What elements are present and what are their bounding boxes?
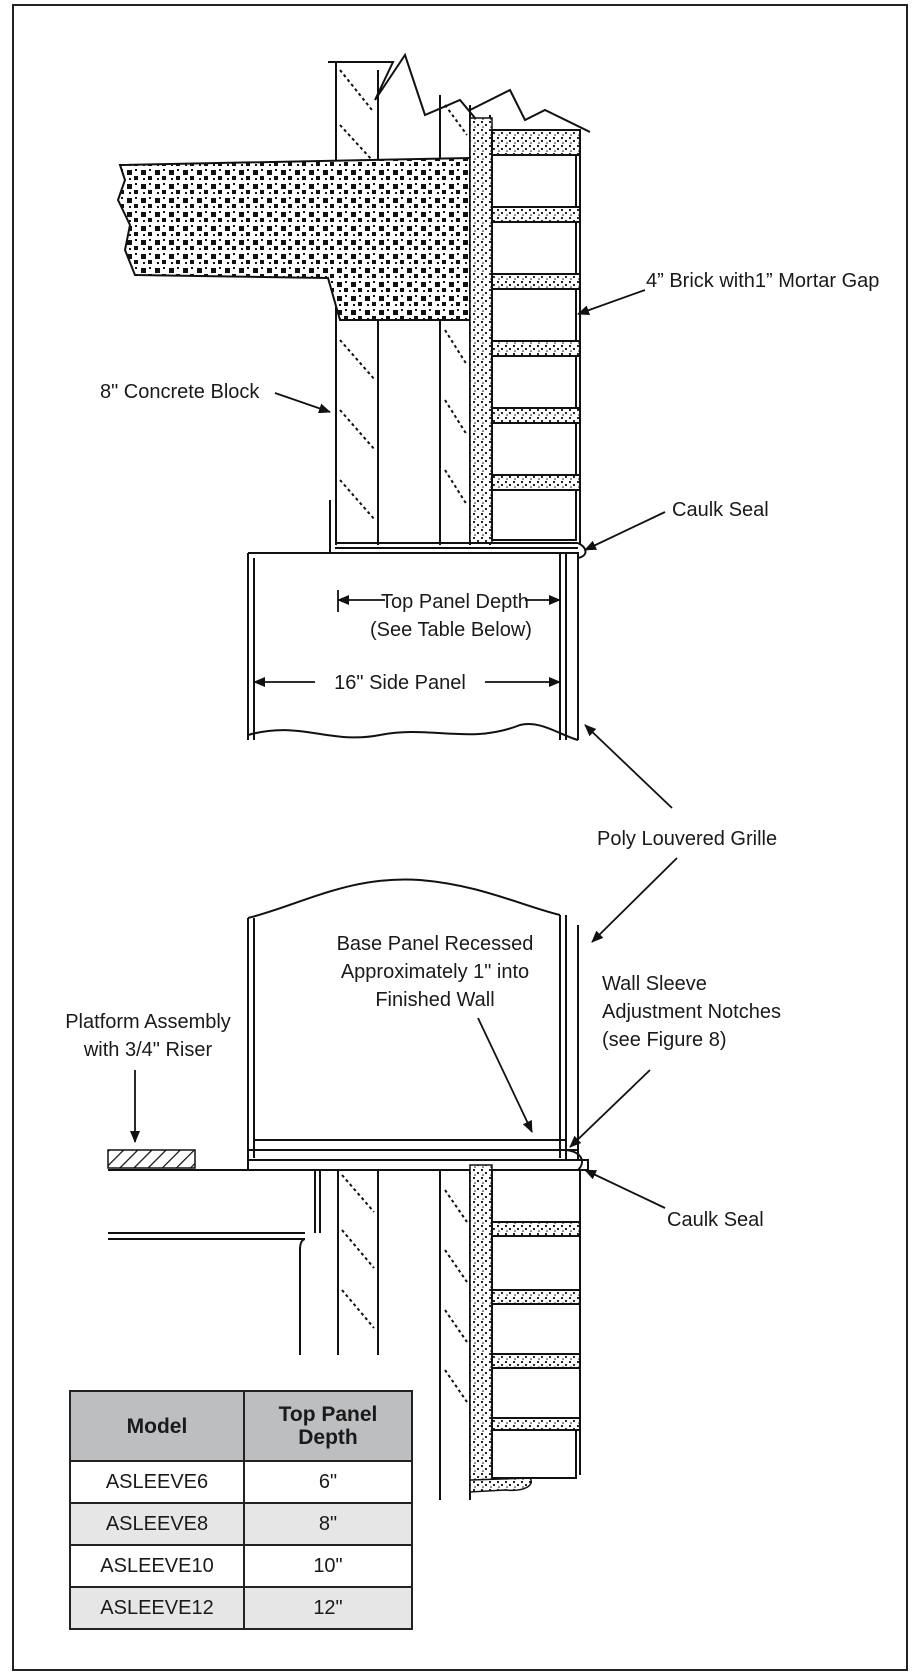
- mortar-gap-lower: [469, 1164, 493, 1486]
- label-brick: 4” Brick with1” Mortar Gap: [646, 270, 879, 292]
- platform-riser: [107, 1149, 196, 1169]
- mortar-gap-upper: [469, 117, 493, 544]
- label-side-panel: 16" Side Panel: [334, 672, 466, 694]
- label-top-panel-depth: Top Panel Depth: [381, 591, 529, 613]
- label-base-recessed-1: Base Panel Recessed: [337, 933, 534, 955]
- concrete-slab: [116, 156, 471, 321]
- brick-courses-upper: [491, 129, 581, 541]
- label-see-table: (See Table Below): [370, 619, 532, 641]
- label-notches-2: Adjustment Notches: [602, 1001, 781, 1023]
- table-row: ASLEEVE10 10": [69, 1544, 413, 1588]
- label-notches-1: Wall Sleeve: [602, 973, 707, 995]
- header-depth-line1: Top Panel: [278, 1403, 378, 1426]
- cell-model: ASLEEVE6: [69, 1460, 245, 1504]
- label-notches-3: (see Figure 8): [602, 1029, 727, 1051]
- header-depth-line2: Depth: [298, 1426, 358, 1449]
- label-platform-2: with 3/4" Riser: [83, 1039, 213, 1061]
- cell-depth: 12": [243, 1586, 413, 1630]
- label-caulk-seal-bottom: Caulk Seal: [667, 1209, 764, 1231]
- label-base-recessed-2: Approximately 1" into: [341, 961, 529, 983]
- label-platform-1: Platform Assembly: [65, 1011, 231, 1033]
- brick-courses-lower: [491, 1169, 581, 1479]
- table-row: ASLEEVE6 6": [69, 1460, 413, 1504]
- label-grille: Poly Louvered Grille: [597, 828, 777, 850]
- header-model: Model: [69, 1390, 245, 1462]
- cell-model: ASLEEVE10: [69, 1544, 245, 1588]
- cell-depth: 6": [243, 1460, 413, 1504]
- label-base-recessed-3: Finished Wall: [375, 989, 494, 1011]
- header-top-panel-depth: Top Panel Depth: [243, 1390, 413, 1462]
- sleeve-upper: [247, 500, 587, 741]
- table-row: ASLEEVE12 12": [69, 1586, 413, 1630]
- label-caulk-seal-top: Caulk Seal: [672, 499, 769, 521]
- cell-depth: 10": [243, 1544, 413, 1588]
- depth-table: Model Top Panel Depth ASLEEVE6 6" ASLEEV…: [69, 1390, 413, 1630]
- cell-model: ASLEEVE8: [69, 1502, 245, 1546]
- table-header: Model Top Panel Depth: [69, 1390, 413, 1462]
- label-concrete-block: 8" Concrete Block: [100, 381, 260, 403]
- cell-model: ASLEEVE12: [69, 1586, 245, 1630]
- table-row: ASLEEVE8 8": [69, 1502, 413, 1546]
- mortar-footer: [469, 1477, 532, 1493]
- cell-depth: 8": [243, 1502, 413, 1546]
- figure-border: [12, 4, 908, 1671]
- leader-arrows: [130, 289, 678, 1209]
